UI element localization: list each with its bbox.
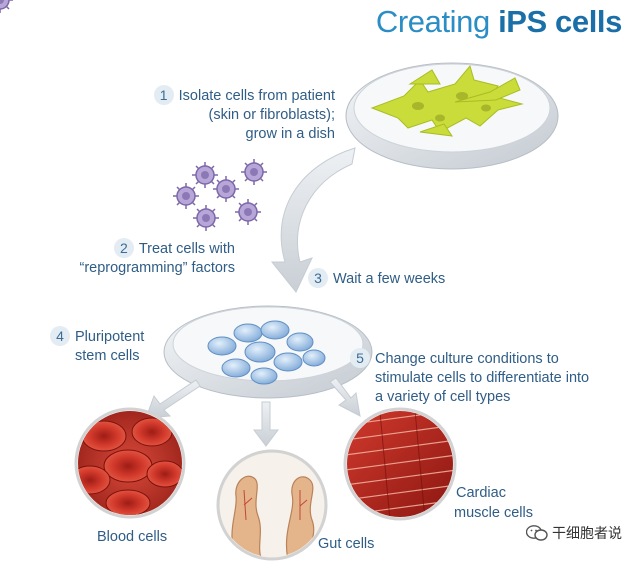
step-2-number: 2 [113,238,134,258]
cardiac-label-line-1: Cardiac [456,485,506,501]
step-2-text-1: Treat cells with [138,241,235,257]
arrow-to-gut [253,401,279,447]
step-1-text-1: Isolate cells from patient [178,88,335,104]
step-4: 4 Pluripotent stem cells [50,326,144,366]
arrow-to-cardiac [329,377,361,417]
step-5-line-1: 5 Change culture conditions to [350,348,589,369]
step-5-text-3: a variety of cell types [375,389,511,405]
step-4-text-2: stem cells [75,348,140,364]
title-emphasis: iPS cells [498,4,622,39]
arrow-to-blood [145,379,201,419]
reprogramming-factors [0,0,268,232]
step-2-text-2: “reprogramming” factors [79,260,235,276]
petri-dish-stem-cells [163,305,373,399]
step-1-text-2: (skin or fibroblasts); [208,107,335,123]
step-4-number: 4 [50,326,70,346]
diagram-title: Creating iPS cells [375,4,623,40]
fibroblast-nuclei [412,92,491,122]
step-3: 3 Wait a few weeks [308,268,445,289]
title-prefix: Creating [375,4,499,39]
petri-dish-fibroblasts [345,62,559,170]
stem-cell-colony [207,320,326,385]
blood-cells-image [74,407,186,519]
watermark-text: 干细胞者说 [552,525,622,541]
step-5: 5 Change culture conditions to stimulate … [350,348,589,407]
blood-cells-label: Blood cells [97,529,168,545]
wechat-icon [525,524,548,542]
step-1-text-3: grow in a dish [245,126,335,142]
factor-particle [0,0,13,13]
step-5-text-2: stimulate cells to differentiate into [375,370,590,386]
cardiac-muscle-label: Cardiac muscle cells [454,483,533,523]
gut-cells-image [216,449,328,561]
arrow-wait-weeks [270,147,356,293]
step-5-number: 5 [350,348,370,368]
step-3-number: 3 [308,268,328,288]
step-4-line-1: 4 Pluripotent [50,326,144,347]
fibroblast-cells [370,64,524,137]
watermark: 干细胞者说 [525,523,622,543]
step-3-text-1: Wait a few weeks [333,271,446,287]
cardiac-muscle-image [343,407,457,521]
step-1-number: 1 [153,85,174,105]
step-5-text-1: Change culture conditions to [375,351,559,367]
gut-cells-label: Gut cells [318,536,375,552]
cardiac-label-line-2: muscle cells [454,505,533,521]
step-4-text-1: Pluripotent [75,329,145,345]
